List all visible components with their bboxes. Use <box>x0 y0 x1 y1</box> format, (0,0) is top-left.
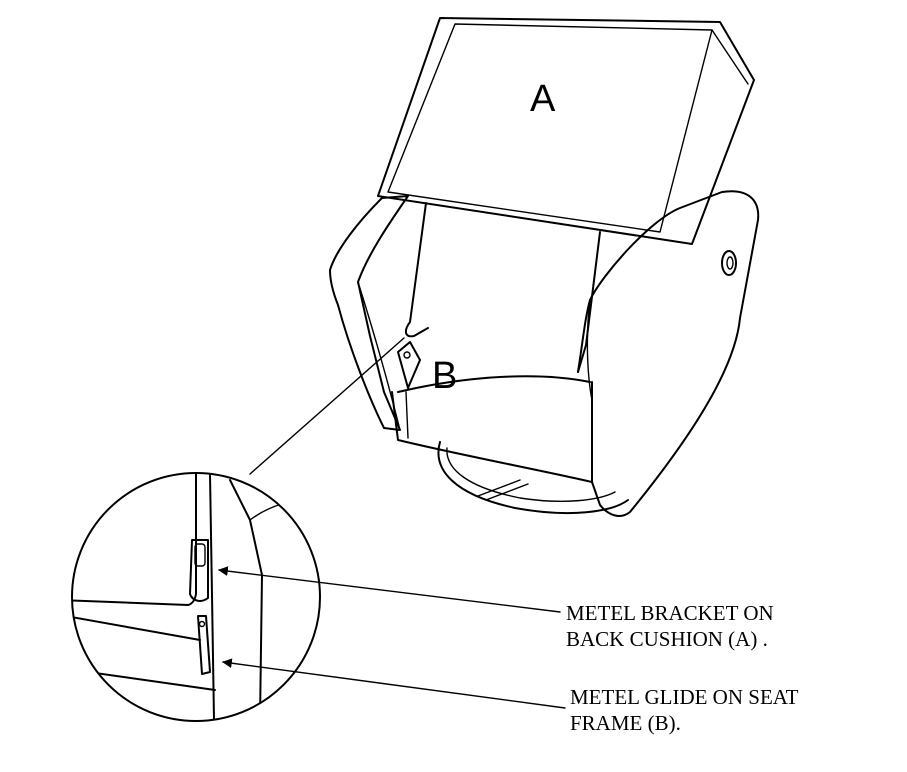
glide-callout-line2: FRAME (B). <box>570 711 681 735</box>
label-part-b: B <box>432 355 458 397</box>
bracket-callout-line1: METEL BRACKET ON <box>566 601 774 625</box>
bracket-callout-line2: BACK CUSHION (A) . <box>566 627 768 651</box>
bracket-callout-text: METEL BRACKET ON BACK CUSHION (A) . <box>566 600 774 652</box>
label-part-a: A <box>530 78 556 120</box>
back-cushion <box>377 17 755 245</box>
glide-callout-arrow <box>222 658 566 709</box>
zoom-detail <box>71 472 321 722</box>
glide-callout-text: METEL GLIDE ON SEAT FRAME (B). <box>570 684 798 736</box>
zoom-leader-line <box>249 337 405 475</box>
seat-glide-bracket <box>397 341 421 389</box>
seat-frame <box>329 190 760 517</box>
bracket-callout-arrow <box>218 566 561 613</box>
glide-callout-line1: METEL GLIDE ON SEAT <box>570 685 799 709</box>
